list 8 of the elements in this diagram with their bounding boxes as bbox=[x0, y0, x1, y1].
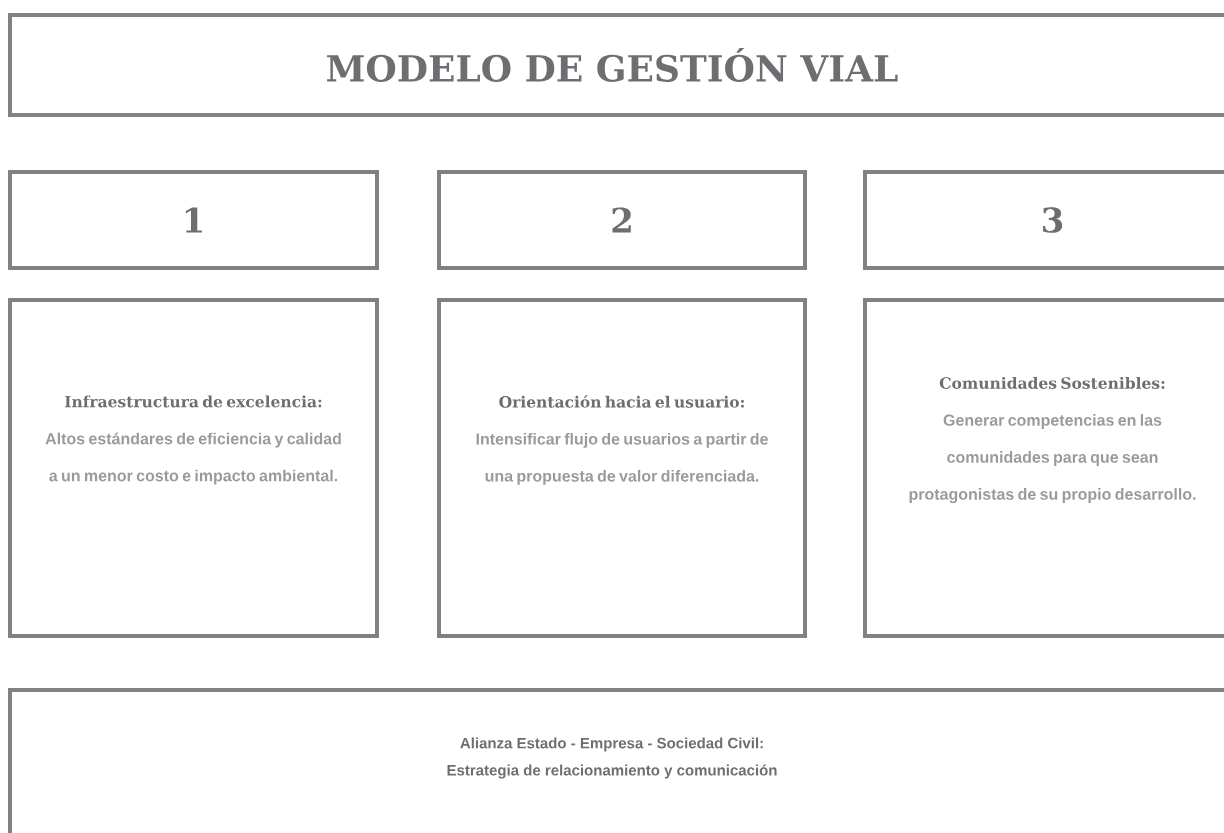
description-box: Infraestructura de excelencia: Altos estándares de eficiencia y calidad a un menor costo e impacto ambiental. bbox=[8, 298, 379, 638]
description-box: Orientación hacia el usuario: Intensificar flujo de usuarios a partir de una propuesta de valor diferenciada. bbox=[437, 298, 807, 638]
text-band: Alianza Estado - Empresa - Sociedad Civil: Estrategia de relacionamiento y comunicación bbox=[8, 688, 1224, 833]
number-box: 1 bbox=[8, 170, 379, 270]
number-box: 2 bbox=[437, 170, 807, 270]
number-box: 3 bbox=[863, 170, 1224, 270]
description-box: Comunidades Sostenibles: Generar competencias en las comunidades para que sean protagonistas de su propio desarrollo. bbox=[863, 298, 1224, 638]
title-box: MODELO DE GESTIÓN VIAL bbox=[8, 13, 1224, 117]
